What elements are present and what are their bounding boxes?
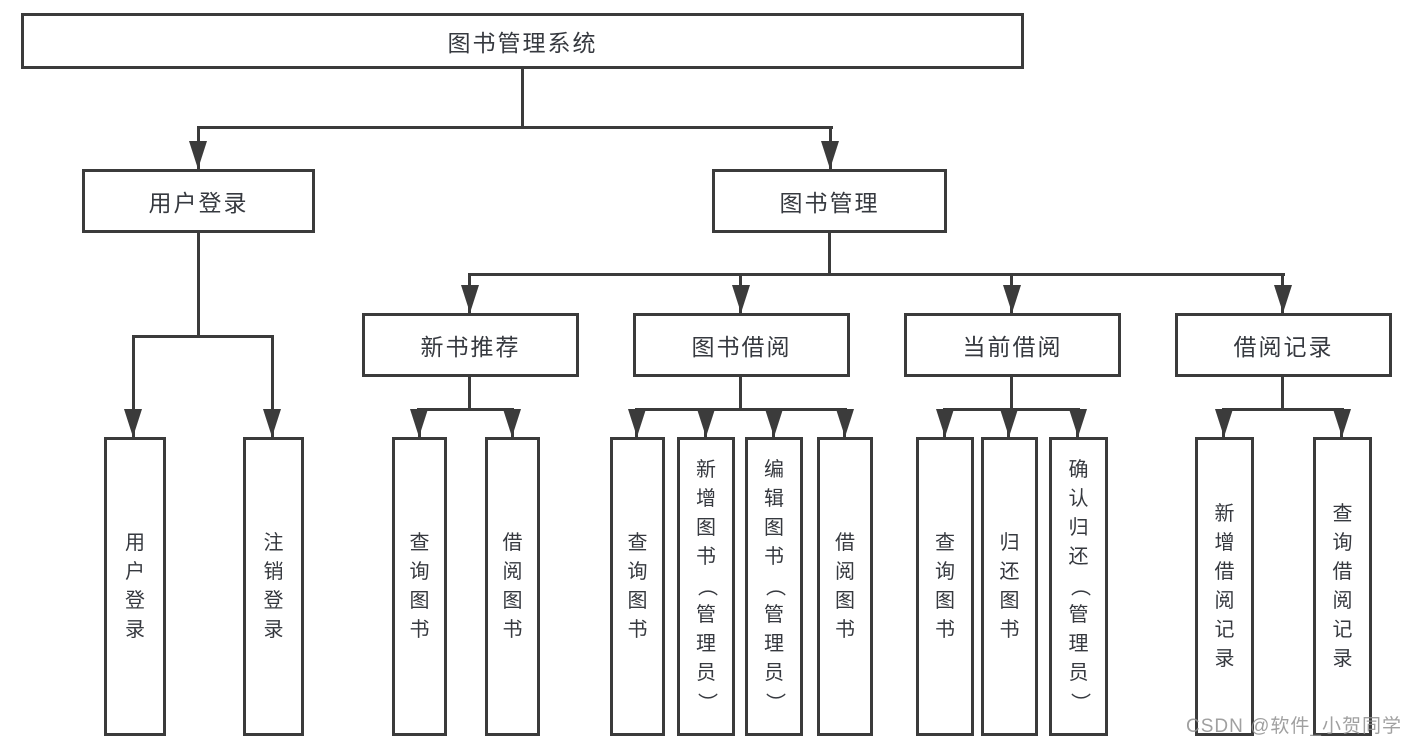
arrowhead-icon <box>821 141 839 169</box>
leaf-label: 新增图书（管理员） <box>695 459 718 713</box>
arrowhead-icon <box>1215 409 1233 437</box>
leaf-logout: 注销登录 <box>243 437 304 736</box>
leaf-label: 借阅图书 <box>835 531 855 641</box>
arrowhead-icon <box>1274 285 1292 313</box>
connector-line <box>197 126 833 129</box>
node-root: 图书管理系统 <box>21 13 1024 69</box>
arrowhead-icon <box>410 409 428 437</box>
connector-line <box>1010 377 1013 408</box>
leaf-label: 借阅图书 <box>502 531 523 641</box>
arrowhead-icon <box>1003 285 1021 313</box>
leaf-label: 编辑图书（管理员） <box>763 459 786 713</box>
leaf-label: 新增借阅记录 <box>1214 502 1235 670</box>
arrowhead-icon <box>936 409 954 437</box>
connector-line <box>1281 377 1284 408</box>
leaf-label: 查询图书 <box>409 531 430 641</box>
node-current-borrow: 当前借阅 <box>904 313 1121 377</box>
leaf-current-confirm-return-admin: 确认归还（管理员） <box>1049 437 1108 736</box>
leaf-current-return-books: 归还图书 <box>981 437 1038 736</box>
connector-line <box>468 273 1285 276</box>
arrowhead-icon <box>461 285 479 313</box>
arrowhead-icon <box>1069 409 1087 437</box>
connector-line <box>417 408 514 411</box>
leaf-label: 注销登录 <box>263 531 284 641</box>
connector-line <box>132 335 274 338</box>
connector-line <box>635 408 847 411</box>
connector-line <box>468 377 471 408</box>
leaf-newbook-query-books: 查询图书 <box>392 437 447 736</box>
connector-line <box>132 335 135 437</box>
leaf-label: 查询图书 <box>627 531 648 641</box>
node-label: 新书推荐 <box>420 334 521 360</box>
leaf-label: 查询图书 <box>935 531 955 641</box>
node-borrow-records: 借阅记录 <box>1175 313 1392 377</box>
node-book-borrow: 图书借阅 <box>633 313 850 377</box>
node-label: 当前借阅 <box>962 334 1063 360</box>
arrowhead-icon <box>1333 409 1351 437</box>
arrowhead-icon <box>263 409 281 437</box>
connector-line <box>1222 408 1344 411</box>
arrowhead-icon <box>836 409 854 437</box>
arrowhead-icon <box>503 409 521 437</box>
leaf-user-login: 用户登录 <box>104 437 166 736</box>
arrowhead-icon <box>732 285 750 313</box>
leaf-newbook-borrow-books: 借阅图书 <box>485 437 540 736</box>
node-new-book-recommend: 新书推荐 <box>362 313 579 377</box>
node-book-management: 图书管理 <box>712 169 947 233</box>
node-label: 图书借阅 <box>691 334 792 360</box>
leaf-records-add-record: 新增借阅记录 <box>1195 437 1254 736</box>
leaf-borrow-query-books: 查询图书 <box>610 437 665 736</box>
arrowhead-icon <box>628 409 646 437</box>
node-label: 借阅记录 <box>1233 334 1334 360</box>
connector-line <box>271 335 274 437</box>
leaf-borrow-edit-books-admin: 编辑图书（管理员） <box>745 437 803 736</box>
leaf-label: 归还图书 <box>999 531 1020 641</box>
node-user-login: 用户登录 <box>82 169 315 233</box>
connector-line <box>828 233 831 273</box>
watermark-text: CSDN @软件_小贺同学 <box>1186 716 1402 737</box>
leaf-label: 确认归还（管理员） <box>1068 459 1090 713</box>
leaf-borrow-borrow-books: 借阅图书 <box>817 437 873 736</box>
leaf-current-query-books: 查询图书 <box>916 437 974 736</box>
leaf-label: 用户登录 <box>125 531 145 641</box>
arrowhead-icon <box>697 409 715 437</box>
arrowhead-icon <box>1000 409 1018 437</box>
arrowhead-icon <box>189 141 207 169</box>
leaf-records-query-record: 查询借阅记录 <box>1313 437 1372 736</box>
connector-line <box>521 69 524 126</box>
arrowhead-icon <box>124 409 142 437</box>
node-label: 图书管理系统 <box>447 30 598 56</box>
node-label: 图书管理 <box>779 190 880 216</box>
leaf-borrow-add-books-admin: 新增图书（管理员） <box>677 437 735 736</box>
arrowhead-icon <box>765 409 783 437</box>
connector-line <box>197 233 200 335</box>
leaf-label: 查询借阅记录 <box>1332 502 1353 670</box>
connector-line <box>739 377 742 408</box>
node-label: 用户登录 <box>148 190 249 216</box>
